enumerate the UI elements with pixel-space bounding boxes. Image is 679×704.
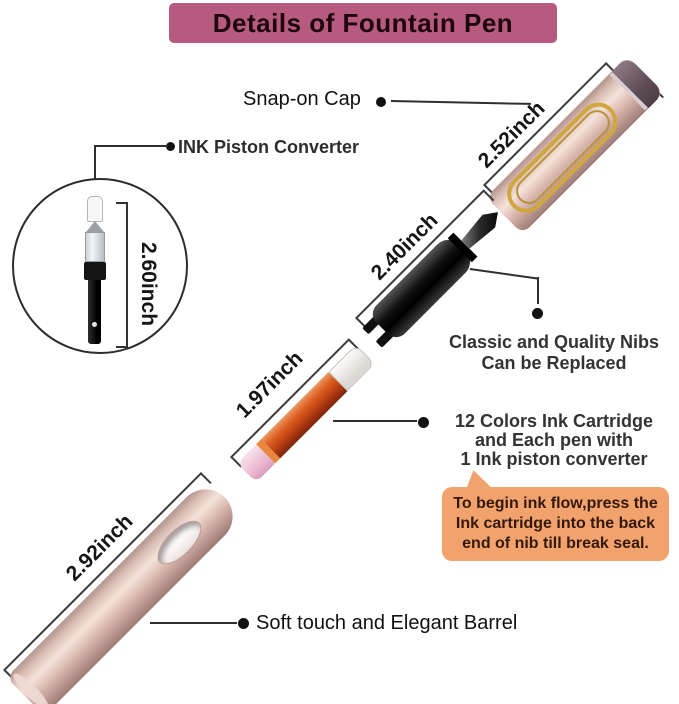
cartridge-note-line1: 12 Colors Ink Cartridge	[454, 411, 654, 431]
converter-dimension-label: 2.60inch	[137, 241, 160, 327]
snap-on-cap-dot	[376, 97, 386, 107]
cartridge-note-line2: and Each pen with	[474, 430, 634, 450]
snap-on-cap-line	[390, 100, 531, 105]
converter-rod	[88, 280, 101, 344]
barrel-body	[6, 478, 244, 704]
snap-on-cap-label: Snap-on Cap	[243, 88, 361, 110]
cartridge-note-line3: 1 Ink piston converter	[460, 449, 648, 469]
converter-dot	[166, 142, 175, 151]
barrel-image	[6, 478, 244, 704]
cartridge-line	[333, 420, 417, 422]
tip-line3: end of nib till break seal.	[462, 535, 649, 552]
converter-band	[84, 262, 106, 280]
nib-line-v	[537, 277, 539, 304]
title-banner: Details of Fountain Pen	[169, 3, 557, 43]
ink-flow-tip-bubble: To begin ink flow,press the Ink cartridg…	[442, 487, 669, 561]
nibs-note-line2: Can be Replaced	[481, 353, 627, 373]
converter-line-h	[95, 145, 168, 147]
bubble-tail	[459, 468, 493, 490]
nib-dot	[532, 308, 543, 319]
tip-line2: Ink cartridge into the back	[455, 515, 656, 532]
page-title: Details of Fountain Pen	[212, 8, 514, 38]
converter-line-v	[94, 145, 96, 197]
nibs-note: Classic and Quality Nibs Can be Replaced	[445, 332, 663, 374]
converter-image	[84, 196, 106, 346]
converter-window-dot	[92, 322, 97, 327]
barrel-line	[150, 622, 237, 624]
barrel-label: Soft touch and Elegant Barrel	[256, 612, 518, 634]
converter-cone	[86, 221, 104, 232]
converter-cap	[87, 196, 103, 222]
cartridge-note: 12 Colors Ink Cartridge and Each pen wit…	[445, 412, 663, 469]
cartridge-dot	[418, 417, 429, 428]
converter-measure-bracket	[116, 202, 128, 348]
nib-line-slope	[469, 268, 539, 280]
nib-tip	[459, 206, 504, 251]
barrel-dot	[238, 618, 249, 629]
ink-piston-converter-label: INK Piston Converter	[178, 137, 360, 157]
converter-barrel	[85, 232, 105, 262]
nibs-note-line1: Classic and Quality Nibs	[448, 332, 660, 352]
tip-line1: To begin ink flow,press the	[453, 495, 658, 512]
